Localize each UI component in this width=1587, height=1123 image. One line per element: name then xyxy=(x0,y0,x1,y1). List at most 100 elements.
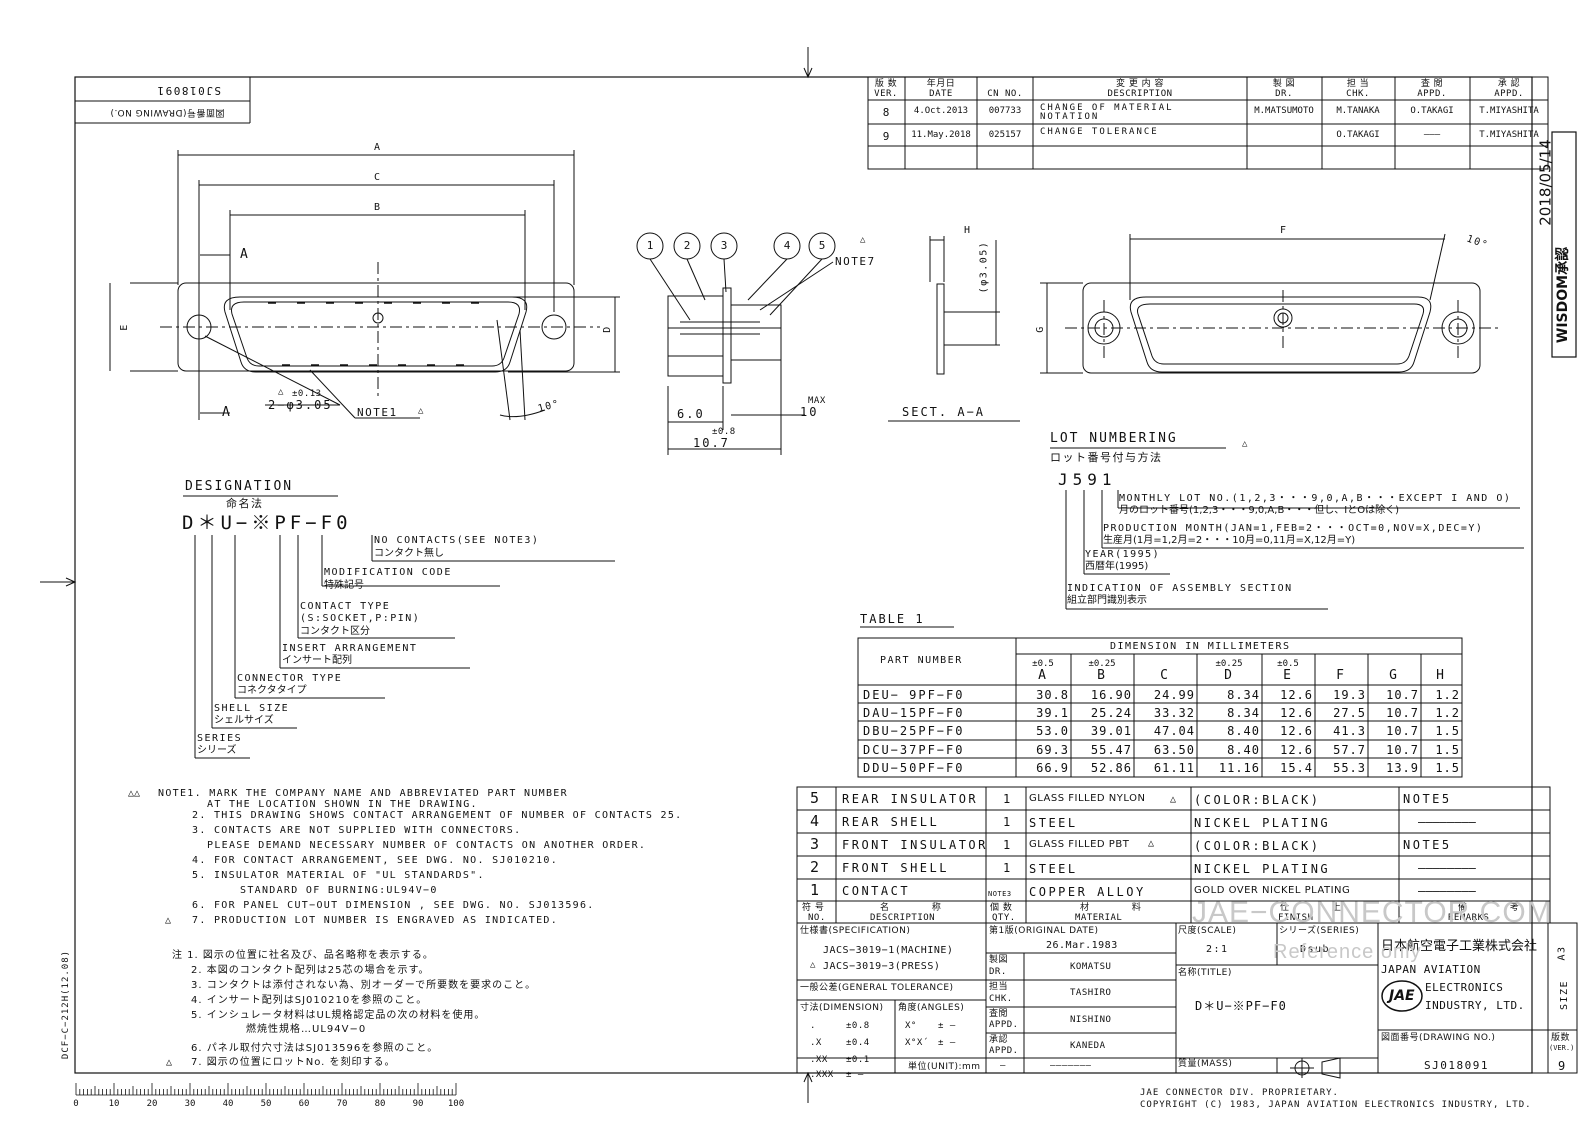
desig-series-jp: シリーズ xyxy=(197,745,237,756)
bom-header-desc-jp: 名 称 xyxy=(880,903,961,913)
note-en-line: STANDARD OF BURNING:UL94V−0 xyxy=(240,885,438,896)
table1-cell: 30.8 xyxy=(1036,688,1069,702)
note-jp-line: 3. コンタクトは添付されない為、別オーダーで所要数を要求のこと。 xyxy=(191,980,537,991)
bom-finish: (COLOR:BLACK) xyxy=(1194,839,1321,853)
table1-cell: 41.3 xyxy=(1333,724,1366,738)
designation-title: DESIGNATION xyxy=(185,479,294,494)
size-value: A3 xyxy=(1556,945,1568,961)
table1-cell: 39.01 xyxy=(1090,724,1132,738)
rev-cell: 025157 xyxy=(988,130,1022,140)
table1-cell: 24.99 xyxy=(1153,688,1195,702)
lot-line-monthly-jp: 月のロット番号(1,2,3・・・9,0,A,B・・・但し、IとOは除く) xyxy=(1119,505,1400,516)
tol-dim-key: . xyxy=(810,1021,816,1031)
desig-contact-type-en: CONTACT TYPE xyxy=(300,601,391,612)
note7-callout: NOTE7 xyxy=(835,255,876,268)
note-en-line: AT THE LOCATION SHOWN IN THE DRAWING. xyxy=(207,799,478,810)
table1-cell: 12.6 xyxy=(1280,724,1313,738)
callout-number: 4 xyxy=(783,239,791,252)
table1-cell: 1.5 xyxy=(1435,743,1460,757)
bom-remarks: ———————— xyxy=(1418,884,1476,898)
bom-material: GLASS FILLED NYLON xyxy=(1029,793,1146,804)
table1-cell: 52.86 xyxy=(1090,761,1132,775)
approval-stamp-date: 2018/05/14 xyxy=(1536,139,1555,226)
table1-cell: 66.9 xyxy=(1036,761,1069,775)
bom-remarks: NOTE5 xyxy=(1403,792,1452,806)
lot-numbering-lines xyxy=(1050,447,1524,610)
ruler-label: 60 xyxy=(298,1099,310,1109)
table1-part-number: DBU−25PF−F0 xyxy=(863,724,965,738)
side-view xyxy=(636,232,836,455)
title-block-grid xyxy=(796,922,1578,1079)
table1-dim-header: DIMENSION IN MILLIMETERS xyxy=(1110,641,1291,652)
note-en-line: 3. CONTACTS ARE NOT SUPPLIED WITH CONNEC… xyxy=(192,825,522,836)
table1-cell: 12.6 xyxy=(1280,743,1313,757)
desig-shell-jp: シェルサイズ xyxy=(214,715,274,726)
dim-g-label: G xyxy=(1034,325,1046,333)
note-en-line: 2. THIS DRAWING SHOWS CONTACT ARRANGEMEN… xyxy=(192,810,683,821)
table1-cell: 10.7 xyxy=(1386,743,1419,757)
dim-c-label: C xyxy=(374,172,382,183)
table1-cell: 8.40 xyxy=(1227,743,1260,757)
rev-cell: M.TANAKA xyxy=(1336,106,1380,116)
chk-name: TASHIRO xyxy=(1070,988,1112,998)
table1-col-header: E xyxy=(1283,668,1293,683)
phi-label: (φ3.05) xyxy=(978,240,990,294)
bom-material: COPPER ALLOY xyxy=(1029,885,1146,899)
callout-number: 1 xyxy=(646,239,654,252)
table1-part-number: DDU−50PF−F0 xyxy=(863,761,965,775)
note-en-line: PLEASE DEMAND NECESSARY NUMBER OF CONTAC… xyxy=(207,840,647,851)
note-en-line: 5. INSULATOR MATERIAL OF "UL STANDARDS". xyxy=(192,870,485,881)
table1-cell: 25.24 xyxy=(1090,706,1132,720)
dwg-no-mirrored: SJ018091 xyxy=(156,84,221,97)
rev-triangle-front-hole: △ xyxy=(278,387,284,397)
tol-dim-val: ±0.1 xyxy=(846,1055,870,1065)
bom-qty: 1 xyxy=(1003,792,1013,806)
dim-tol-label: 寸法(DIMENSION) xyxy=(800,1003,884,1013)
ruler-label: 20 xyxy=(146,1099,158,1109)
max-label: MAX xyxy=(808,396,826,406)
desig-insert-en: INSERT ARRANGEMENT xyxy=(282,643,418,654)
designation-lines xyxy=(183,495,615,759)
dr-name: KOMATSU xyxy=(1070,962,1112,972)
tol-dim-key: .X xyxy=(810,1038,822,1048)
rev-triangle-spec: △ xyxy=(810,960,816,970)
tol-dim-val: ±0.4 xyxy=(846,1038,870,1048)
table1-cell: 55.47 xyxy=(1090,743,1132,757)
table1-cell: 19.3 xyxy=(1333,688,1366,702)
jae-logo-text: JAE xyxy=(1389,988,1415,1004)
bom-header-rem-jp: 備 考 xyxy=(1458,903,1539,913)
table1-cell: 15.4 xyxy=(1280,761,1313,775)
revision-table-grid xyxy=(867,76,1549,170)
note-jp-line: 4. インサート配列はSJ010210を参照のこと。 xyxy=(191,995,428,1006)
table1-col-header: A xyxy=(1038,668,1048,683)
desig-insert-jp: インサート配列 xyxy=(282,655,352,666)
ruler-label: 80 xyxy=(374,1099,386,1109)
section-a-top-label: A xyxy=(240,247,250,262)
note-en-line: 6. FOR PANEL CUT−OUT DIMENSION , SEE DWG… xyxy=(192,900,595,911)
table1-tolerance: ±0.5 xyxy=(1277,659,1299,669)
hole-tolerance: ±0.13 xyxy=(292,389,322,399)
ver-value: 9 xyxy=(1558,1059,1568,1073)
watermark-sub: Reference only xyxy=(1273,941,1422,963)
bom-qty: 1 xyxy=(1003,838,1013,852)
lot-line-year-en: YEAR(1995) xyxy=(1085,549,1161,560)
table1-cell: 10.7 xyxy=(1386,706,1419,720)
table1-col-header: B xyxy=(1097,668,1107,683)
desig-mod-code-en: MODIFICATION CODE xyxy=(324,567,452,578)
bom-description: CONTACT xyxy=(842,884,911,898)
rev-cell-description: CHANGE TOLERANCE xyxy=(1040,127,1159,137)
table1-part-number: DEU− 9PF−F0 xyxy=(863,688,965,702)
rev-cell: 007733 xyxy=(988,106,1022,116)
rev-header-jp: 版 数 xyxy=(874,79,898,89)
rev-cell: 11.May.2018 xyxy=(911,130,971,140)
rev-triangle-lot: △ xyxy=(1242,439,1248,449)
dim-e-label: E xyxy=(118,323,130,331)
form-code: DCF−C−212H(12.08) xyxy=(61,949,72,1060)
mass-dash-1: — xyxy=(1000,1061,1006,1071)
tol-ang-key: X°X´ xyxy=(905,1038,929,1048)
ruler-label: 70 xyxy=(336,1099,348,1109)
note-en-line: 7. PRODUCTION LOT NUMBER IS ENGRAVED AS … xyxy=(192,915,559,926)
table1-cell: 1.5 xyxy=(1435,724,1460,738)
table1-cell: 12.6 xyxy=(1280,688,1313,702)
